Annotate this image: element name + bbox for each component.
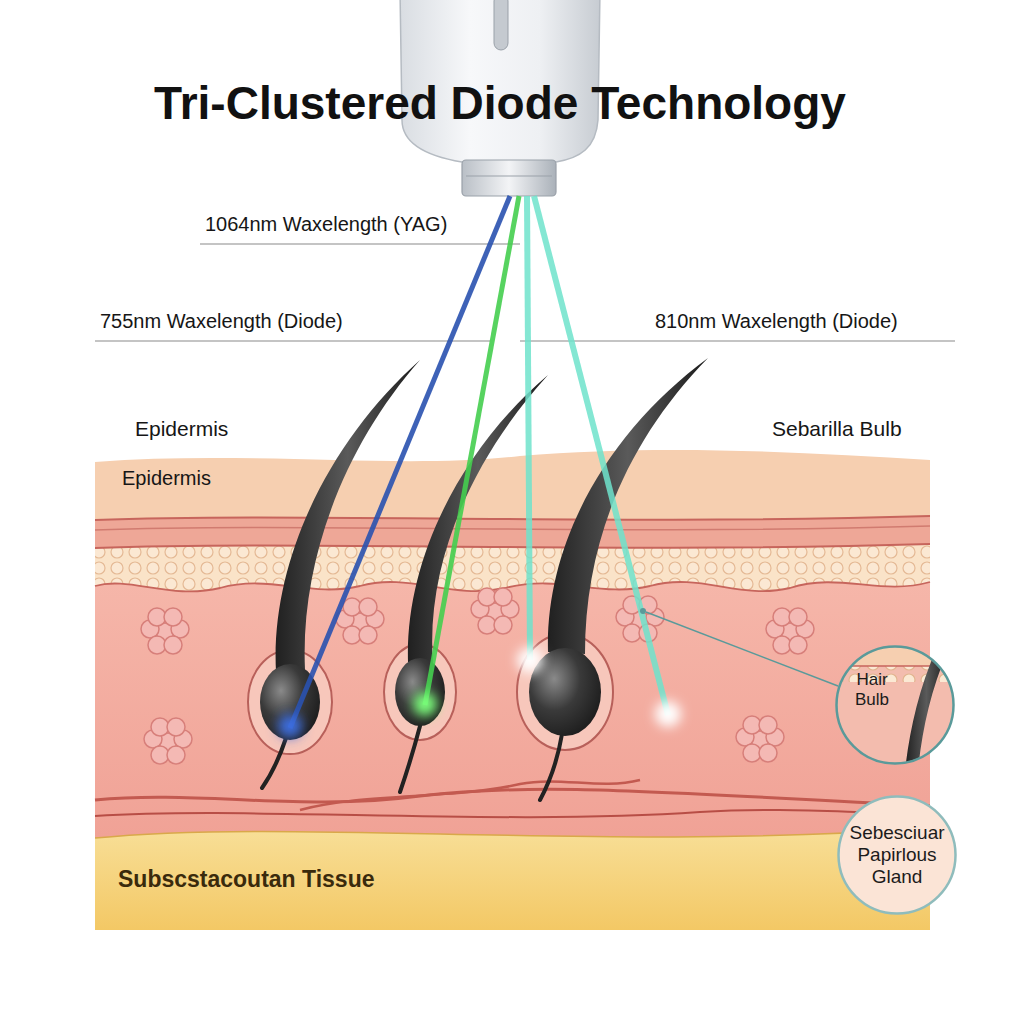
node-text: Hair Bulb: [846, 670, 898, 709]
basal-band: [95, 516, 930, 548]
follicle-sheath: [384, 644, 456, 740]
inset-circle: Hair Bulb: [835, 645, 955, 765]
hair-root: [540, 734, 562, 800]
beam-glow: [278, 714, 302, 738]
inset-illustration: [830, 640, 960, 770]
beam-glow: [517, 647, 543, 673]
hair-shaft: [548, 358, 708, 654]
layer-line: [95, 516, 930, 520]
leader-dot: [640, 608, 646, 614]
laser-beams: [278, 196, 681, 738]
gland-cluster: [471, 588, 519, 634]
part-label: Sebarilla Bulb: [772, 416, 902, 441]
layer-label: Subscstacoutan Tissue: [118, 866, 375, 894]
skin-section: [95, 450, 930, 930]
label-rule: [95, 340, 490, 341]
handpiece-tip: [462, 160, 556, 196]
layer-line: [95, 526, 930, 530]
diagram-title: Tri-Clustered Diode Technology: [154, 76, 846, 131]
hair-bulb: [395, 658, 445, 726]
gland-circle: Sebesciuar Papirlous Gland: [837, 795, 957, 915]
gland-cluster: [736, 716, 784, 762]
beam-glow: [655, 701, 681, 727]
beam-1064: [290, 196, 510, 728]
circle-shape: [837, 647, 954, 764]
node-text: Sebesciuar Papirlous Gland: [844, 822, 950, 888]
gland-cluster: [766, 608, 814, 654]
dermis: [95, 560, 930, 850]
wavelength-label: 810nm Waxelength (Diode): [655, 309, 898, 333]
epidermis-layer: [95, 450, 930, 522]
beam-755: [425, 196, 519, 705]
follicle-sheath: [517, 634, 613, 750]
hair-root: [262, 738, 286, 788]
hair-shaft: [276, 360, 420, 672]
layer-line: [95, 828, 930, 838]
layer-line: [95, 544, 930, 548]
subcutaneous-layer: [95, 828, 930, 930]
blood-vessel: [95, 789, 930, 806]
tip-groove: [466, 176, 552, 177]
blood-vessel: [95, 810, 930, 817]
label-rule: [520, 340, 955, 341]
wavelength-label: 1064nm Waxelength (YAG): [205, 212, 447, 236]
beam-810: [527, 196, 530, 660]
layer-label: Epidermis: [135, 416, 228, 441]
leader-line: [646, 612, 838, 686]
beam-810: [534, 196, 668, 715]
handpiece-slot: [494, 0, 508, 50]
label-rule: [200, 243, 520, 244]
layer-line: [95, 582, 930, 591]
hair-root: [400, 726, 420, 792]
inset-epidermis: [830, 640, 960, 666]
beam-glow: [413, 692, 437, 716]
gland-cluster: [144, 718, 192, 764]
cell-pattern: [95, 544, 930, 591]
follicle-sheath: [248, 650, 332, 754]
blood-vessel: [300, 780, 640, 810]
cell-layer: [95, 544, 930, 591]
layer-label: Epidermis: [122, 466, 211, 490]
wavelength-label: 755nm Waxelength (Diode): [100, 309, 343, 333]
inset-hair: [905, 645, 948, 770]
circle-outline: [835, 645, 955, 765]
circle-shape: [839, 797, 956, 914]
inset-dermis: [830, 640, 960, 770]
gland-cluster: [141, 608, 189, 654]
